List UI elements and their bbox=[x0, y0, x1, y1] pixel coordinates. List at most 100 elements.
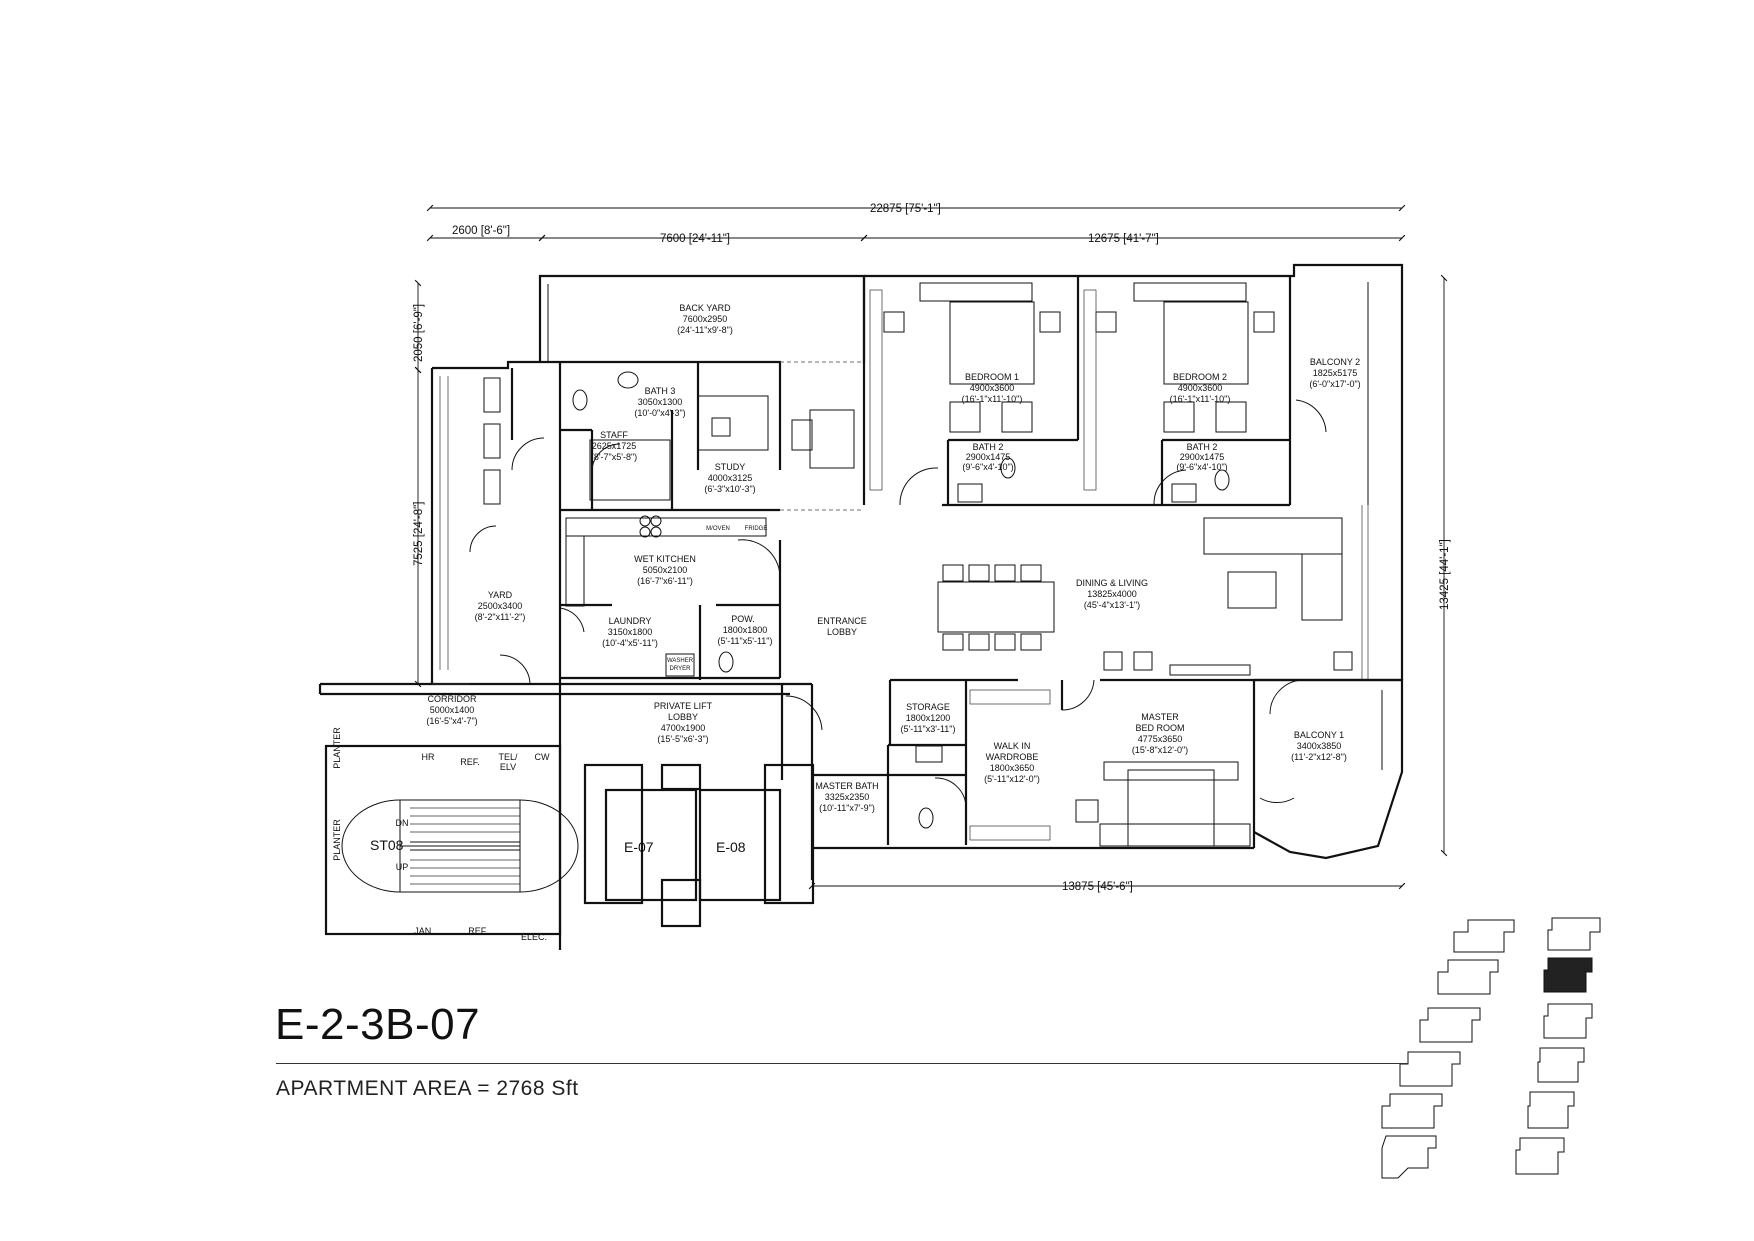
room-imperial-bath-2b: (9'-6"x4'-10") bbox=[1176, 462, 1227, 472]
window-lines bbox=[432, 361, 1369, 685]
room-imperial-bath-3: (10'-0"x4'-3") bbox=[634, 408, 685, 418]
planter-1-label: PLANTER bbox=[332, 727, 342, 769]
room-name-corridor: CORRIDOR bbox=[428, 694, 477, 704]
room-size-wet-kitchen: 5050x2100 bbox=[643, 565, 688, 575]
room-size-corridor: 5000x1400 bbox=[430, 705, 475, 715]
room-name-bath-2a: BATH 2 bbox=[973, 442, 1004, 452]
room-name-bath-2b: BATH 2 bbox=[1187, 442, 1218, 452]
tag-washer: WASHER bbox=[667, 658, 694, 664]
room-size-bedroom-2: 4900x3600 bbox=[1178, 383, 1223, 393]
room-imperial-pow: (5'-11"x5'-11") bbox=[717, 636, 772, 646]
room-size-yard: 2500x3400 bbox=[478, 601, 523, 611]
room-size-balcony-2: 1825x5175 bbox=[1313, 368, 1358, 378]
room-name-bedroom-1: BEDROOM 1 bbox=[965, 372, 1019, 382]
room-size-pow: 1800x1800 bbox=[723, 625, 768, 635]
room-name-staff: STAFF bbox=[600, 430, 628, 440]
core-labels: PLANTER PLANTER ST08 DN UP E-07 E-08 HR … bbox=[332, 727, 746, 942]
left-lower-dimension: 7525 [24'-8"] bbox=[413, 502, 425, 566]
room-size-dining-living: 13825x4000 bbox=[1087, 589, 1137, 599]
furniture bbox=[341, 282, 1353, 893]
segment-3-dimension: 12675 [41'-7"] bbox=[1088, 233, 1159, 245]
tel-label: TEL/ bbox=[498, 752, 518, 762]
room-name-bedroom-2: BEDROOM 2 bbox=[1173, 372, 1227, 382]
room-name-yard: YARD bbox=[488, 590, 513, 600]
room-size-laundry: 3150x1800 bbox=[608, 627, 653, 637]
room-imperial-bedroom-1: (16'-1"x11'-10") bbox=[962, 394, 1023, 404]
overall-width-dimension: 22875 [75'-1"] bbox=[870, 203, 941, 215]
room-imperial-storage: (5'-11"x3'-11") bbox=[900, 724, 955, 734]
room-name-wet-kitchen: WET KITCHEN bbox=[634, 554, 696, 564]
room-size-private-lift-lobby: 4700x1900 bbox=[661, 723, 706, 733]
room-size-storage: 1800x1200 bbox=[906, 713, 951, 723]
tag-fridge: FRIDGE bbox=[745, 526, 768, 532]
left-upper-dimension: 2050 [6'-9"] bbox=[413, 304, 425, 362]
room-imperial-laundry: (10'-4"x5'-11") bbox=[602, 638, 658, 648]
room-imperial-bedroom-2: (16'-1"x11'-10") bbox=[1170, 394, 1231, 404]
room-name-private-lift-lobby-1: PRIVATE LIFT bbox=[654, 701, 713, 711]
apartment-walls bbox=[318, 263, 1404, 950]
room-name-walk-in-2: WARDROBE bbox=[986, 752, 1039, 762]
room-imperial-balcony-2: (6'-0"x17'-0") bbox=[1309, 379, 1360, 389]
room-name-laundry: LAUNDRY bbox=[609, 616, 652, 626]
room-size-bath-2b: 2900x1475 bbox=[1180, 452, 1225, 462]
room-labels: BACK YARD 7600x2950 (24'-11"x9'-8") BEDR… bbox=[426, 303, 1360, 813]
ref-1-label: REF. bbox=[460, 757, 480, 767]
stair-up-label: UP bbox=[396, 862, 409, 872]
room-imperial-staff: (8'-7"x5'-8") bbox=[591, 452, 637, 462]
stair-treads bbox=[410, 807, 520, 885]
tag-dryer: DRYER bbox=[670, 666, 692, 672]
right-height-dimension: 13425 [44'-1"] bbox=[1439, 539, 1451, 610]
room-imperial-bath-2a: (9'-6"x4'-10") bbox=[962, 462, 1013, 472]
room-name-master-bed-1: MASTER bbox=[1141, 712, 1179, 722]
room-size-study: 4000x3125 bbox=[708, 473, 753, 483]
planter-2-label: PLANTER bbox=[332, 819, 342, 861]
segment-1-dimension: 2600 [8'-6"] bbox=[452, 225, 510, 237]
door-swings bbox=[469, 399, 1327, 809]
room-size-bath-3: 3050x1300 bbox=[638, 397, 683, 407]
room-imperial-back-yard: (24'-11"x9'-8") bbox=[677, 325, 733, 335]
room-imperial-master-bed: (15'-8"x12'-0") bbox=[1132, 745, 1188, 755]
room-name-entrance-lobby-1: ENTRANCE bbox=[817, 616, 867, 626]
stair-label: ST08 bbox=[370, 837, 404, 853]
hr-label: HR bbox=[422, 752, 435, 762]
room-name-entrance-lobby-2: LOBBY bbox=[827, 627, 857, 637]
dimension-lines bbox=[414, 204, 1448, 890]
room-name-study: STUDY bbox=[715, 462, 746, 472]
room-imperial-corridor: (16'-5"x4'-7") bbox=[426, 716, 477, 726]
key-plan bbox=[1381, 917, 1601, 1179]
room-size-back-yard: 7600x2950 bbox=[683, 314, 728, 324]
room-name-storage: STORAGE bbox=[906, 702, 950, 712]
stair-down-label: DN bbox=[396, 818, 409, 828]
room-imperial-dining-living: (45'-4"x13'-1") bbox=[1084, 600, 1140, 610]
apartment-area: APARTMENT AREA = 2768 Sft bbox=[276, 1077, 579, 1100]
room-name-back-yard: BACK YARD bbox=[679, 303, 731, 313]
room-name-dining-living: DINING & LIVING bbox=[1076, 578, 1148, 588]
unit-title: E-2-3B-07 bbox=[275, 1000, 481, 1049]
ref-2-label: REF. bbox=[468, 926, 488, 936]
room-imperial-master-bath: (10'-11"x7'-9") bbox=[819, 803, 875, 813]
room-name-master-bed-2: BED ROOM bbox=[1135, 723, 1184, 733]
room-size-master-bath: 3325x2350 bbox=[825, 792, 870, 802]
room-name-private-lift-lobby-2: LOBBY bbox=[668, 712, 698, 722]
cw-label: CW bbox=[535, 752, 550, 762]
room-imperial-balcony-1: (11'-2"x12'-8") bbox=[1291, 752, 1347, 762]
jan-label: JAN. bbox=[414, 926, 434, 936]
lift-e07-label: E-07 bbox=[624, 839, 654, 855]
room-size-walk-in: 1800x3650 bbox=[990, 763, 1035, 773]
room-size-bath-2a: 2900x1475 bbox=[966, 452, 1011, 462]
elv-label: ELV bbox=[500, 762, 516, 772]
segment-2-dimension: 7600 [24'-11"] bbox=[660, 233, 730, 245]
tag-oven: M/OVEN bbox=[706, 526, 730, 532]
bottom-width-dimension: 13875 [45'-6"] bbox=[1062, 881, 1133, 893]
room-name-pow: POW. bbox=[731, 614, 755, 624]
room-size-staff: 2625x1725 bbox=[592, 441, 637, 451]
room-size-balcony-1: 3400x3850 bbox=[1297, 741, 1342, 751]
lift-e08-label: E-08 bbox=[716, 839, 746, 855]
room-imperial-private-lift-lobby: (15'-5"x6'-3") bbox=[657, 734, 708, 744]
room-name-balcony-2: BALCONY 2 bbox=[1310, 357, 1360, 367]
title-underline bbox=[276, 1063, 1408, 1064]
room-imperial-yard: (8'-2"x11'-2") bbox=[475, 612, 526, 622]
room-size-bedroom-1: 4900x3600 bbox=[970, 383, 1015, 393]
room-size-master-bed: 4775x3650 bbox=[1138, 734, 1183, 744]
